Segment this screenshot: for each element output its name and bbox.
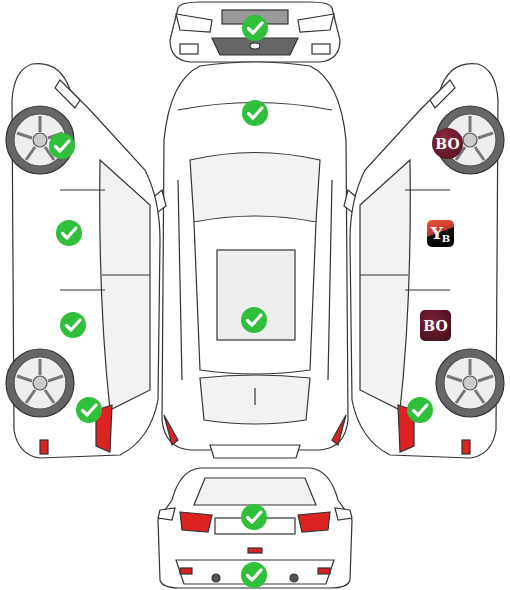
badge-text: BO: [423, 319, 447, 333]
top-view: [150, 62, 360, 458]
damage-badge: BO: [420, 310, 451, 341]
front-view: [170, 2, 340, 62]
rear-view: [158, 468, 352, 588]
left-side-view: [6, 64, 160, 458]
damage-badge: YB: [427, 220, 454, 247]
right-side-view: [350, 64, 504, 458]
check-marks: [49, 15, 433, 588]
badge-text: BO: [435, 137, 459, 151]
badge-text: Y: [431, 225, 443, 242]
damage-badge: BO: [432, 128, 463, 159]
badge-text: B: [442, 234, 450, 244]
